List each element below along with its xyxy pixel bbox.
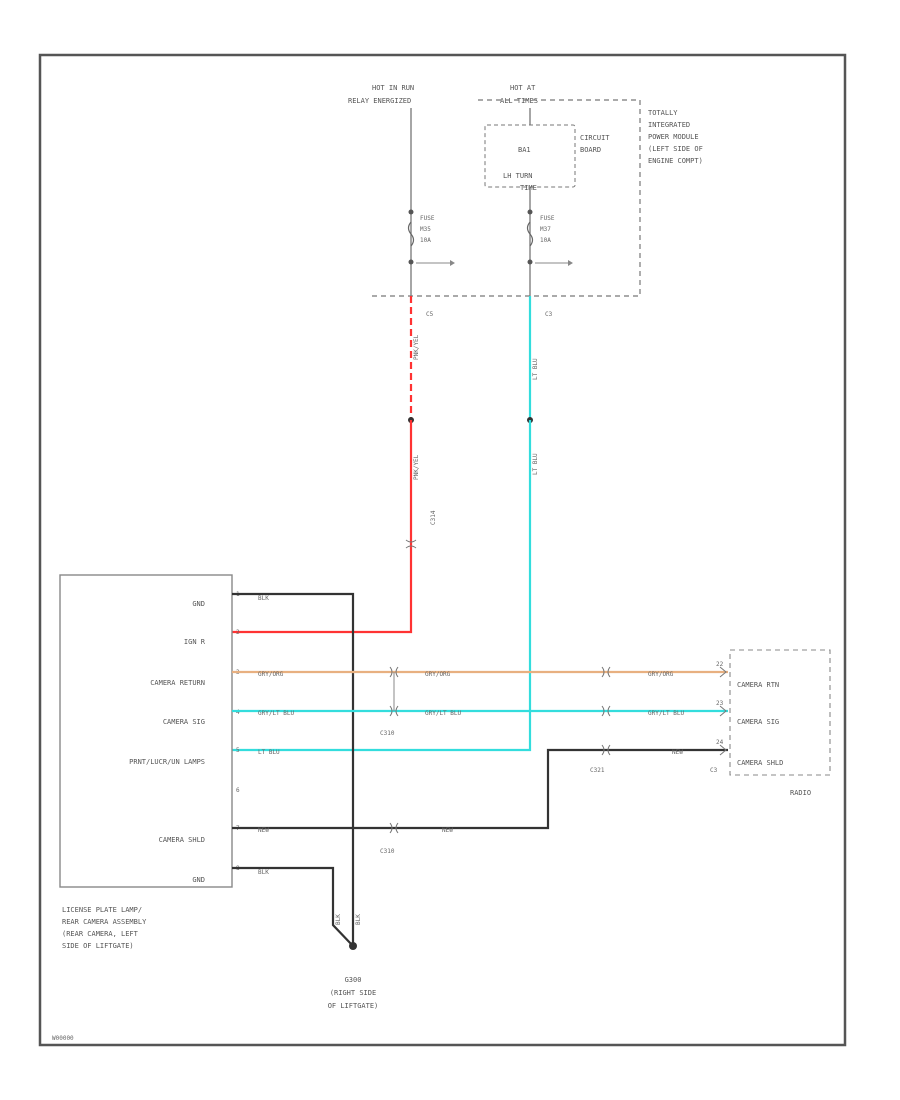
camera-pin-sig: CAMERA SIG <box>163 718 205 726</box>
connector-c321: C321 <box>590 767 605 774</box>
blue-wire-label-1: LT BLU <box>532 358 539 380</box>
camera-pin-num-2: 2 <box>236 629 240 636</box>
radio-pin-num-23: 23 <box>716 700 724 707</box>
hot-run-label-2: RELAY ENERGIZED <box>348 97 411 105</box>
fuse-m35-arrow-head <box>450 260 455 266</box>
relay-tag-label: BA1 <box>518 146 531 154</box>
tipm-label-5: ENGINE COMPT) <box>648 157 703 165</box>
hot-run-label-1: HOT IN RUN <box>372 84 414 92</box>
fuse-m35-symbol <box>407 221 415 247</box>
ground-wire-bottom <box>232 866 354 947</box>
ground-desc-2: OF LIFTGATE) <box>328 1002 379 1010</box>
camera-shield-label-2: NEW <box>442 827 453 834</box>
camera-shield-label-3: NEW <box>672 749 683 756</box>
connector-c310-b: C310 <box>380 848 395 855</box>
inline-connector-markers <box>389 539 727 834</box>
radio-pin-shld: CAMERA SHLD <box>737 759 783 767</box>
circuit-label-1: CIRCUIT <box>580 134 610 142</box>
radio-pin-sig: CAMERA SIG <box>737 718 779 726</box>
tipm-connector-c5: C5 <box>426 311 434 318</box>
fuse-m37-node-bot <box>527 259 533 265</box>
camera-signal-label-1: GRY/LT BLU <box>258 710 295 717</box>
ground-wire-v2-label: BLK <box>355 914 362 925</box>
fuse-m37-label-3: 10A <box>540 237 551 244</box>
diagram-border <box>38 53 847 1047</box>
camera-module-name-3: (REAR CAMERA, LEFT <box>62 930 139 938</box>
camera-shield-label-1: NEW <box>258 827 269 834</box>
ground-wire-top <box>232 592 355 946</box>
red-wire-label-2: PNK/YEL <box>413 454 420 480</box>
camera-pin-num-5: 5 <box>236 747 240 754</box>
camera-module-box <box>59 574 233 888</box>
connector-c3: C3 <box>710 767 718 774</box>
tipm-label-3: POWER MODULE <box>648 133 699 141</box>
hot-at-label-2: ALL TIMES <box>500 97 538 105</box>
connector-c314: C314 <box>430 510 437 525</box>
camera-signal-label-3: GRY/LT BLU <box>648 710 685 717</box>
camera-pin-gnd-top: GND <box>192 600 205 608</box>
relay-label-1: LH TURN <box>503 172 533 180</box>
fuse-m35-node-bot <box>408 259 414 265</box>
ground-wire-bot-label: BLK <box>258 869 269 876</box>
camera-signal-label-2: GRY/LT BLU <box>425 710 462 717</box>
ground-point-g300 <box>349 942 357 950</box>
ground-wire-v1-label: BLK <box>335 914 342 925</box>
fuse-m35-node-top <box>408 209 414 215</box>
tipm-label-2: INTEGRATED <box>648 121 690 129</box>
fuse-m35-label-1: FUSE <box>420 215 435 222</box>
circuit-label-2: BOARD <box>580 146 601 154</box>
camera-pin-num-4: 4 <box>236 709 240 716</box>
fuse-m37-label-1: FUSE <box>540 215 555 222</box>
fuse-m37-arrow-head <box>568 260 573 266</box>
blue-wire-lower <box>232 420 532 752</box>
hot-at-label-1: HOT AT <box>510 84 536 92</box>
camera-pin-num-6: 6 <box>236 787 240 794</box>
tipm-label-1: TOTALLY <box>648 109 678 117</box>
ground-desc-1: (RIGHT SIDE <box>330 989 376 997</box>
camera-return-label-1: GRY/ORG <box>258 671 284 678</box>
camera-pin-ign: IGN R <box>184 638 206 646</box>
blue-wire-label-2: LT BLU <box>532 453 539 475</box>
fuse-m37-label-2: M37 <box>540 226 551 233</box>
relay-label-2: TIME <box>520 184 537 192</box>
camera-pin-shld: CAMERA SHLD <box>159 836 205 844</box>
camera-shield-wire <box>232 748 728 830</box>
camera-module-name-2: REAR CAMERA ASSEMBLY <box>62 918 147 926</box>
red-wire-label-1: PNK/YEL <box>413 334 420 360</box>
ground-wire-top-label: BLK <box>258 595 269 602</box>
fuse-m35-label-2: M35 <box>420 226 431 233</box>
camera-pin-return: CAMERA RETURN <box>150 679 205 687</box>
tipm-connector-c3: C3 <box>545 311 553 318</box>
fuse-m37-symbol <box>526 221 534 247</box>
camera-pin-lamps: PRNT/LUCR/UN LAMPS <box>129 758 205 766</box>
radio-pin-num-24: 24 <box>716 739 724 746</box>
ground-id: G300 <box>345 976 362 984</box>
tipm-boundary <box>372 99 641 297</box>
fuse-m35-label-3: 10A <box>420 237 431 244</box>
red-wire-lower <box>232 420 413 634</box>
camera-return-label-3: GRY/ORG <box>648 671 674 678</box>
diagram-code: W00000 <box>52 1035 74 1042</box>
radio-name: RADIO <box>790 789 811 797</box>
camera-return-label-2: GRY/ORG <box>425 671 451 678</box>
camera-module-name-4: SIDE OF LIFTGATE) <box>62 942 134 950</box>
radio-pin-rtn: CAMERA RTN <box>737 681 779 689</box>
fuse-m37-node-top <box>527 209 533 215</box>
radio-box <box>729 649 831 776</box>
lamps-wire-label: LT BLU <box>258 749 280 756</box>
tipm-label-4: (LEFT SIDE OF <box>648 145 703 153</box>
connector-c310: C310 <box>380 730 395 737</box>
radio-pin-num-22: 22 <box>716 661 724 668</box>
camera-module-name-1: LICENSE PLATE LAMP/ <box>62 906 142 914</box>
camera-pin-gnd-bot: GND <box>192 876 205 884</box>
